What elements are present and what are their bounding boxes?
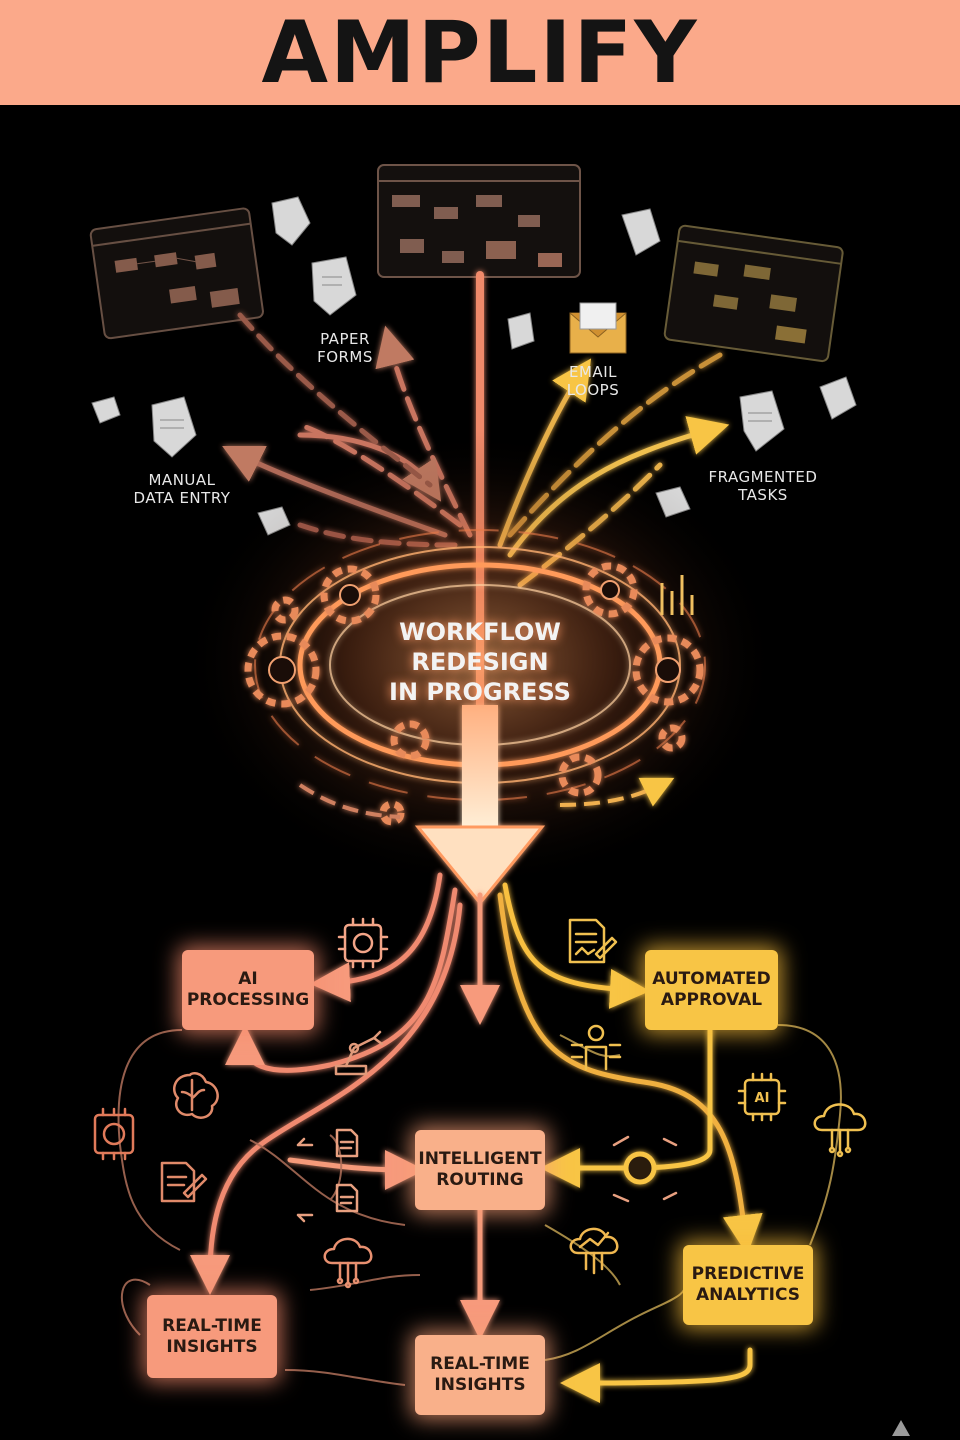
cloud-network-icon	[569, 1227, 619, 1275]
page-title: AMPLIFY	[261, 2, 699, 103]
brain-icon	[173, 1072, 219, 1119]
brain-chip-icon	[93, 1107, 135, 1161]
envelope-icon	[569, 302, 627, 354]
brain-chip-icon	[337, 917, 389, 969]
flowchart-window-icon	[663, 224, 844, 363]
gear-icon	[244, 562, 704, 826]
document-icon	[335, 1128, 359, 1158]
flowchart-window-icon	[89, 207, 264, 340]
title-banner: AMPLIFY	[0, 0, 960, 105]
ai-chip-label: AI	[755, 1091, 770, 1106]
flowchart-window-icon	[377, 164, 581, 278]
document-icon	[568, 918, 618, 964]
watermark-icon	[892, 1420, 910, 1436]
document-icon	[160, 1161, 208, 1203]
arrows-icon	[296, 1135, 678, 1223]
user-network-icon	[570, 1024, 622, 1071]
cloud-network-icon	[813, 1103, 867, 1158]
diagram-canvas: AI	[89, 164, 867, 1403]
cloud-network-icon	[323, 1237, 373, 1289]
ai-chip-icon	[737, 1072, 787, 1122]
document-icon	[335, 1183, 359, 1213]
down-arrow	[414, 705, 546, 906]
robot-arm-icon	[334, 1030, 384, 1076]
